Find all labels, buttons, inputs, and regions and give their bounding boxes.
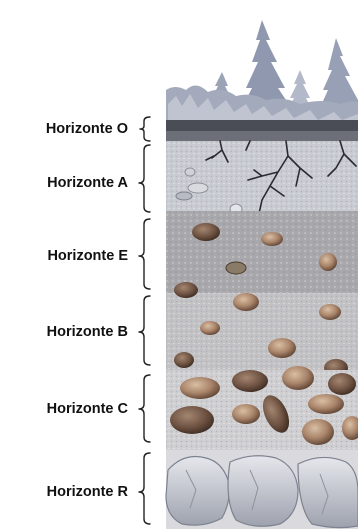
rock — [226, 262, 246, 274]
rock — [232, 370, 268, 392]
brace-horizon-r — [139, 453, 150, 524]
rock — [174, 282, 198, 298]
rock — [268, 338, 296, 358]
label-horizon-e: Horizonte E — [0, 247, 128, 265]
rock — [302, 419, 334, 445]
brace-horizon-o — [140, 117, 150, 141]
horizon-c-layer — [166, 366, 358, 450]
horizon-a-layer — [166, 141, 358, 218]
rock — [319, 253, 337, 271]
tree-landscape — [166, 20, 358, 124]
small-pebble — [188, 183, 208, 193]
label-horizon-r: Horizonte R — [0, 483, 128, 501]
brace-horizon-b — [139, 296, 150, 365]
bedrock-block — [166, 457, 229, 526]
small-pebble — [185, 168, 195, 176]
rock — [170, 406, 214, 434]
rock — [261, 232, 283, 246]
rock — [180, 377, 220, 399]
brace-horizon-a — [139, 145, 150, 212]
rock — [174, 352, 194, 368]
label-horizon-o: Horizonte O — [0, 120, 128, 138]
rock — [282, 366, 314, 390]
horizon-r-layer — [166, 450, 358, 529]
horizon-e-layer — [166, 211, 358, 293]
label-horizon-a: Horizonte A — [0, 174, 128, 192]
small-pebble — [176, 192, 192, 200]
rock — [200, 321, 220, 335]
horizon-b-layer — [166, 282, 358, 377]
brace-horizon-c — [139, 375, 150, 442]
label-horizon-c: Horizonte C — [0, 400, 128, 418]
tree-silhouette-right — [318, 38, 358, 112]
horizon-o-layer — [166, 120, 358, 141]
rock — [319, 304, 341, 320]
bedrock-block — [228, 456, 298, 527]
rock — [233, 293, 259, 311]
rock — [328, 373, 356, 395]
rock — [308, 394, 344, 414]
rock — [232, 404, 260, 424]
brace-horizon-e — [139, 219, 150, 289]
rock — [192, 223, 220, 241]
label-horizon-b: Horizonte B — [0, 323, 128, 341]
bedrock-block — [298, 457, 358, 527]
